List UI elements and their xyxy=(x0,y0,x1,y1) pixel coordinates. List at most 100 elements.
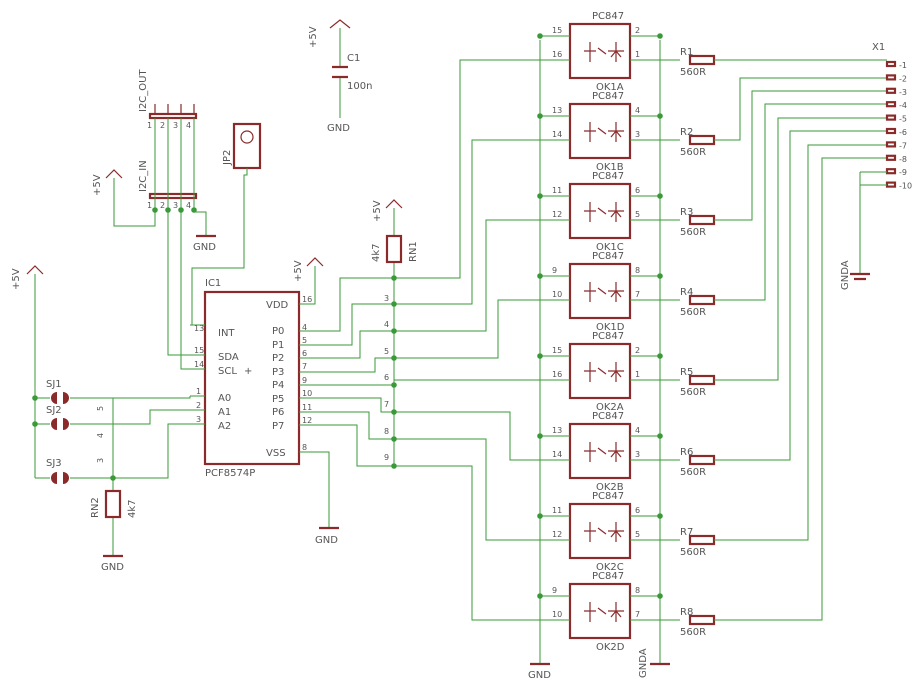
opto-pin: 6 xyxy=(635,186,640,195)
rn1-pin: 4 xyxy=(384,320,389,329)
opto-pin: 11 xyxy=(552,506,562,515)
resistor-label: R6 xyxy=(680,447,693,458)
resistor-value: 560R xyxy=(680,227,706,238)
svg-text:4: 4 xyxy=(186,121,191,130)
ic1-pin-num: 12 xyxy=(302,416,312,425)
ic1-pin-num: 2 xyxy=(196,401,201,410)
resistor-label: R7 xyxy=(680,527,693,538)
opto-part-label: PC847 xyxy=(592,571,624,582)
capacitor-c1: +5V C1 100n GND xyxy=(308,19,372,134)
x1-pin: -2 xyxy=(899,74,907,83)
rn1-value: 4k7 xyxy=(371,243,382,262)
opto-pin: 16 xyxy=(552,370,562,379)
jp2-label: JP2 xyxy=(222,150,233,166)
address-section: +5V GND RN2 4k7 5 4 3 SJ1 SJ2 SJ3 xyxy=(11,265,191,573)
resistor-value: 560R xyxy=(680,387,706,398)
svg-text:2: 2 xyxy=(160,121,165,130)
rn1-pin: 3 xyxy=(384,294,389,303)
ic1-pin-label: P3 xyxy=(272,367,284,378)
resistor-value: 560R xyxy=(680,547,706,558)
ic1-gnd-label: GND xyxy=(315,535,338,546)
opto-pin: 11 xyxy=(552,186,562,195)
sj3-label: SJ3 xyxy=(46,458,62,469)
opto-part-label: PC847 xyxy=(592,411,624,422)
rn1-pin: 7 xyxy=(384,400,389,409)
opto-name-label: OK1D xyxy=(596,322,625,333)
resistor-network-rn1: +5V 4k7 RN1 3 4 5 6 7 8 9 xyxy=(371,199,419,466)
resistor-label: R8 xyxy=(680,607,693,618)
opto-part-label: PC847 xyxy=(592,91,624,102)
x1-gnda-label: GNDA xyxy=(840,260,851,290)
ic1-pin-num: 7 xyxy=(302,362,307,371)
rn2-gnd-label: GND xyxy=(101,562,124,573)
resistor-value: 560R xyxy=(680,67,706,78)
ic1-pin-label: P5 xyxy=(272,394,284,405)
ic1-pin-num: 13 xyxy=(194,324,204,333)
ic-pcf8574p: IC1 PCF8574P 13 INT 15 SDA 14 SCL 1 A0 2… xyxy=(182,278,312,479)
ic1-pin-label: VDD xyxy=(266,300,289,311)
sj2-label: SJ2 xyxy=(46,405,62,416)
resistor-value: 560R xyxy=(680,467,706,478)
ic1-pin-label: P4 xyxy=(272,380,284,391)
opto-pin: 12 xyxy=(552,530,562,539)
opto-pin: 7 xyxy=(635,610,640,619)
opto-pin: 8 xyxy=(635,266,640,275)
ic1-vcc-label: +5V xyxy=(293,260,304,282)
rn2-value: 4k7 xyxy=(127,499,138,518)
x1-pin: -4 xyxy=(899,101,907,110)
address-vcc-label: +5V xyxy=(11,268,22,290)
opto-pin: 5 xyxy=(635,530,640,539)
opto-pin: 14 xyxy=(552,130,562,139)
ic1-pin-label: P7 xyxy=(272,421,284,432)
opto-part-label: PC847 xyxy=(592,11,624,22)
x1-pin: -3 xyxy=(899,88,907,97)
ic1-pin-label: P1 xyxy=(272,340,284,351)
opto-pin: 2 xyxy=(635,346,640,355)
opto-pin: 3 xyxy=(635,450,640,459)
opto-pin: 4 xyxy=(635,106,640,115)
ic1-pin-label: P0 xyxy=(272,326,284,337)
ic1-pin-label: SCL xyxy=(218,366,237,377)
ic1-pin-label: P6 xyxy=(272,407,284,418)
x1-pin: -1 xyxy=(899,61,907,70)
ic1-pin-label: A0 xyxy=(218,393,231,404)
opto-part-label: PC847 xyxy=(592,331,624,342)
opto-pin: 1 xyxy=(635,50,640,59)
opto-name-label: OK1B xyxy=(596,162,624,173)
i2c-vcc-label: +5V xyxy=(92,174,103,196)
rn2-pin: 3 xyxy=(96,458,105,463)
resistor-value: 560R xyxy=(680,147,706,158)
ic1-pin-label: SDA xyxy=(218,352,239,363)
opto-part-label: PC847 xyxy=(592,171,624,182)
x1-pin: -7 xyxy=(899,141,907,150)
resistor-value: 560R xyxy=(680,307,706,318)
opto-gnda-label: GNDA xyxy=(638,648,649,678)
rn2-pin: 4 xyxy=(96,433,105,438)
opto-pin: 10 xyxy=(552,610,562,619)
opto-pin: 7 xyxy=(635,290,640,299)
ic1-pin-num: 15 xyxy=(194,346,204,355)
opto-pin: 9 xyxy=(552,266,557,275)
opto-pin: 12 xyxy=(552,210,562,219)
x1-pin: -6 xyxy=(899,128,907,137)
i2c-gnd-label: GND xyxy=(193,242,216,253)
i2c-out-label: I2C_OUT xyxy=(138,69,149,112)
opto-pin: 2 xyxy=(635,26,640,35)
c1-gnd-label: GND xyxy=(327,123,350,134)
ic1-pin-num: 16 xyxy=(302,295,312,304)
ic1-pin-num: 9 xyxy=(302,376,307,385)
svg-text:+: + xyxy=(244,366,252,377)
opto-pin: 13 xyxy=(552,106,562,115)
opto-pin: 14 xyxy=(552,450,562,459)
resistor-label: R2 xyxy=(680,127,693,138)
opto-name-label: OK2B xyxy=(596,482,624,493)
ic1-pin-label: P2 xyxy=(272,353,284,364)
